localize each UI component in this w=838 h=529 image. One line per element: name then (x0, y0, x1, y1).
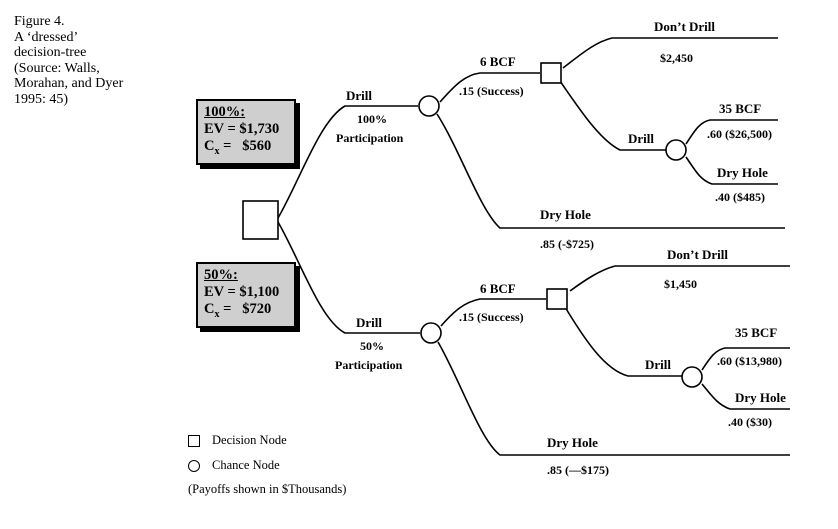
edge-lower-dryhole-inner (701, 383, 790, 410)
lower-6bcf-label: 6 BCF (480, 281, 516, 296)
edge-upper-35bcf (685, 119, 778, 145)
lower-dryhole-inner-value: .40 ($30) (728, 415, 772, 429)
lower-35bcf-label: 35 BCF (735, 325, 777, 340)
edge-root-lower (277, 221, 420, 334)
lower-dryhole-inner-label: Dry Hole (735, 390, 786, 405)
ev-box-cx: Cx = $560 (204, 138, 288, 160)
edge-upper-dryhole-inner (685, 156, 778, 185)
edge-lower-35bcf (701, 347, 790, 371)
lower-dryhole-value: .85 (—$175) (547, 463, 609, 477)
cx-sub: x (214, 308, 220, 320)
cx-label: C (204, 301, 215, 317)
upper-dryhole-inner-label: Dry Hole (717, 165, 768, 180)
ev-box-50: 50%: EV = $1,100 Cx = $720 (196, 262, 296, 328)
lower-success-label: .15 (Success) (459, 310, 524, 324)
legend-decision-node: Decision Node (188, 428, 346, 453)
ev-box-cx: Cx = $720 (204, 301, 288, 323)
figure-caption: Figure 4. A ‘dressed’ decision-tree (Sou… (14, 14, 123, 107)
lower-chance-node (420, 322, 442, 344)
upper-dont-drill-label: Don’t Drill (654, 19, 715, 34)
caption-line: (Source: Walls, (14, 60, 100, 76)
upper-35bcf-label: 35 BCF (719, 101, 761, 116)
legend-chance-node: Chance Node (188, 453, 346, 478)
upper-success-label: .15 (Success) (459, 84, 524, 98)
edge-upper-6bcf (439, 72, 540, 103)
root-decision-node (242, 200, 279, 240)
upper-drill-label: Drill (346, 88, 372, 103)
lower-drill2-label: Drill (645, 357, 671, 372)
circle-icon (188, 459, 200, 472)
lower-inner-chance-node (681, 366, 703, 388)
cx-sub: x (214, 145, 220, 157)
square-icon (188, 434, 200, 447)
ev-box-pct: 50%: (204, 267, 238, 283)
lower-participation-pct: 50% (360, 339, 384, 353)
lower-decision-node (546, 288, 568, 310)
upper-dryhole-inner-value: .40 ($485) (715, 190, 765, 204)
upper-participation-label: Participation (336, 131, 404, 145)
caption-line: Figure 4. (14, 14, 65, 29)
caption-line: decision-tree (14, 45, 87, 60)
lower-dryhole-label: Dry Hole (547, 435, 598, 450)
upper-participation-pct: 100% (357, 112, 387, 126)
lower-dont-drill-label: Don’t Drill (667, 247, 728, 262)
caption-line: A ‘dressed’ (14, 29, 79, 45)
ev-box-100: 100%: EV = $1,730 Cx = $560 (196, 99, 296, 165)
edge-lower-6bcf (440, 298, 546, 327)
ev-box-pct: 100%: (204, 104, 246, 120)
edge-upper-dontdrill (562, 37, 778, 69)
upper-dryhole-label: Dry Hole (540, 207, 591, 222)
ev-box-ev: EV = $1,730 (204, 121, 280, 137)
cx-label: C (204, 138, 215, 154)
legend: Decision Node Chance Node (Payoffs shown… (188, 428, 346, 497)
cx-value: = $560 (219, 138, 272, 154)
edge-root-upper (277, 105, 418, 219)
edge-lower-dryhole (437, 341, 790, 456)
upper-6bcf-label: 6 BCF (480, 54, 516, 69)
edge-lower-drill (564, 306, 682, 377)
upper-35bcf-value: .60 ($26,500) (707, 127, 772, 141)
edge-upper-dryhole (436, 113, 785, 229)
upper-decision-node (540, 62, 562, 84)
legend-decision-label: Decision Node (212, 433, 287, 447)
edge-upper-drill (559, 80, 666, 151)
lower-dont-drill-value: $1,450 (664, 277, 697, 291)
legend-chance-label: Chance Node (212, 458, 280, 472)
lower-35bcf-value: .60 ($13,980) (717, 354, 782, 368)
upper-dryhole-value: .85 (-$725) (540, 237, 594, 251)
ev-box-ev: EV = $1,100 (204, 284, 280, 300)
upper-chance-node (418, 95, 440, 117)
lower-participation-label: Participation (335, 358, 403, 372)
upper-drill2-label: Drill (628, 131, 654, 146)
legend-note: (Payoffs shown in $Thousands) (188, 482, 347, 496)
cx-value: = $720 (219, 301, 272, 317)
upper-inner-chance-node (665, 139, 687, 161)
caption-line: 1995: 45) (14, 91, 69, 107)
caption-line: Morahan, and Dyer (14, 76, 124, 91)
edge-lower-dontdrill (569, 265, 790, 292)
lower-drill-label: Drill (356, 315, 382, 330)
upper-dont-drill-value: $2,450 (660, 51, 693, 65)
